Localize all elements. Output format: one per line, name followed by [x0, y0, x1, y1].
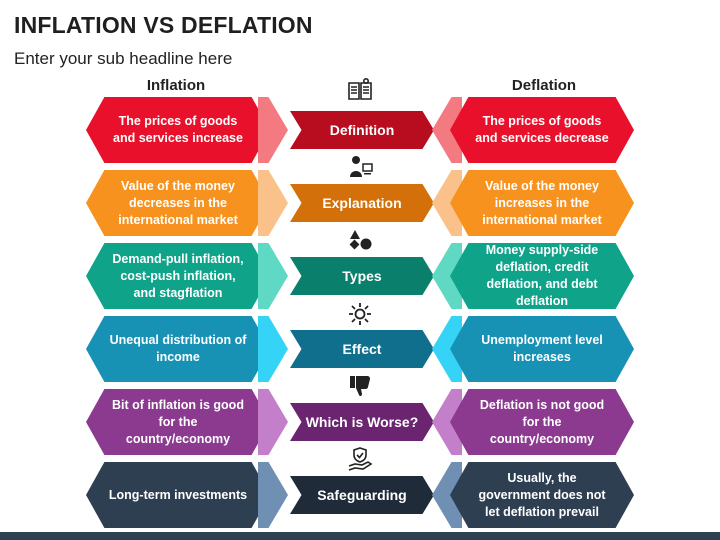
inflation-card: Value of the money decreases in the inte…: [86, 170, 270, 236]
center-label: Types: [290, 257, 434, 295]
presenter-icon: [343, 153, 377, 181]
row-which-is-worse: Bit of inflation is good for the country…: [0, 389, 720, 455]
hand-shield-icon: [343, 445, 377, 473]
column-header-inflation: Inflation: [146, 77, 206, 94]
deflation-card: Unemployment level increases: [450, 316, 634, 382]
deflation-card: Money supply-side deflation, credit defl…: [450, 243, 634, 309]
left-connector: [258, 462, 288, 528]
page-title: INFLATION VS DEFLATION: [14, 12, 313, 38]
deflation-card: Value of the money increases in the inte…: [450, 170, 634, 236]
shapes-icon: [343, 226, 377, 254]
row-explanation: Value of the money decreases in the inte…: [0, 170, 720, 236]
sun-icon: [343, 300, 377, 328]
row-definition: The prices of goods and services increas…: [0, 97, 720, 163]
left-connector: [258, 389, 288, 455]
center-label: Which is Worse?: [290, 403, 434, 441]
inflation-card: Demand-pull inflation, cost-push inflati…: [86, 243, 270, 309]
row-effect: Unequal distribution of income Effect Un…: [0, 316, 720, 382]
footer-bar: [0, 532, 720, 540]
deflation-card: Deflation is not good for the country/ec…: [450, 389, 634, 455]
center-label: Explanation: [290, 184, 434, 222]
inflation-card: Long-term investments: [86, 462, 270, 528]
center-label: Safeguarding: [290, 476, 434, 514]
center-label: Definition: [290, 111, 434, 149]
book-icon: [343, 76, 377, 104]
left-connector: [258, 243, 288, 309]
inflation-card: The prices of goods and services increas…: [86, 97, 270, 163]
column-header-deflation: Deflation: [511, 77, 577, 94]
center-label: Effect: [290, 330, 434, 368]
left-connector: [258, 316, 288, 382]
deflation-card: The prices of goods and services decreas…: [450, 97, 634, 163]
inflation-card: Unequal distribution of income: [86, 316, 270, 382]
inflation-card: Bit of inflation is good for the country…: [86, 389, 270, 455]
row-types: Demand-pull inflation, cost-push inflati…: [0, 243, 720, 309]
thumbs-down-icon: [343, 372, 377, 400]
left-connector: [258, 170, 288, 236]
left-connector: [258, 97, 288, 163]
row-safeguarding: Long-term investments Safeguarding Usual…: [0, 462, 720, 528]
deflation-card: Usually, the government does not let def…: [450, 462, 634, 528]
page-subtitle: Enter your sub headline here: [14, 49, 233, 68]
